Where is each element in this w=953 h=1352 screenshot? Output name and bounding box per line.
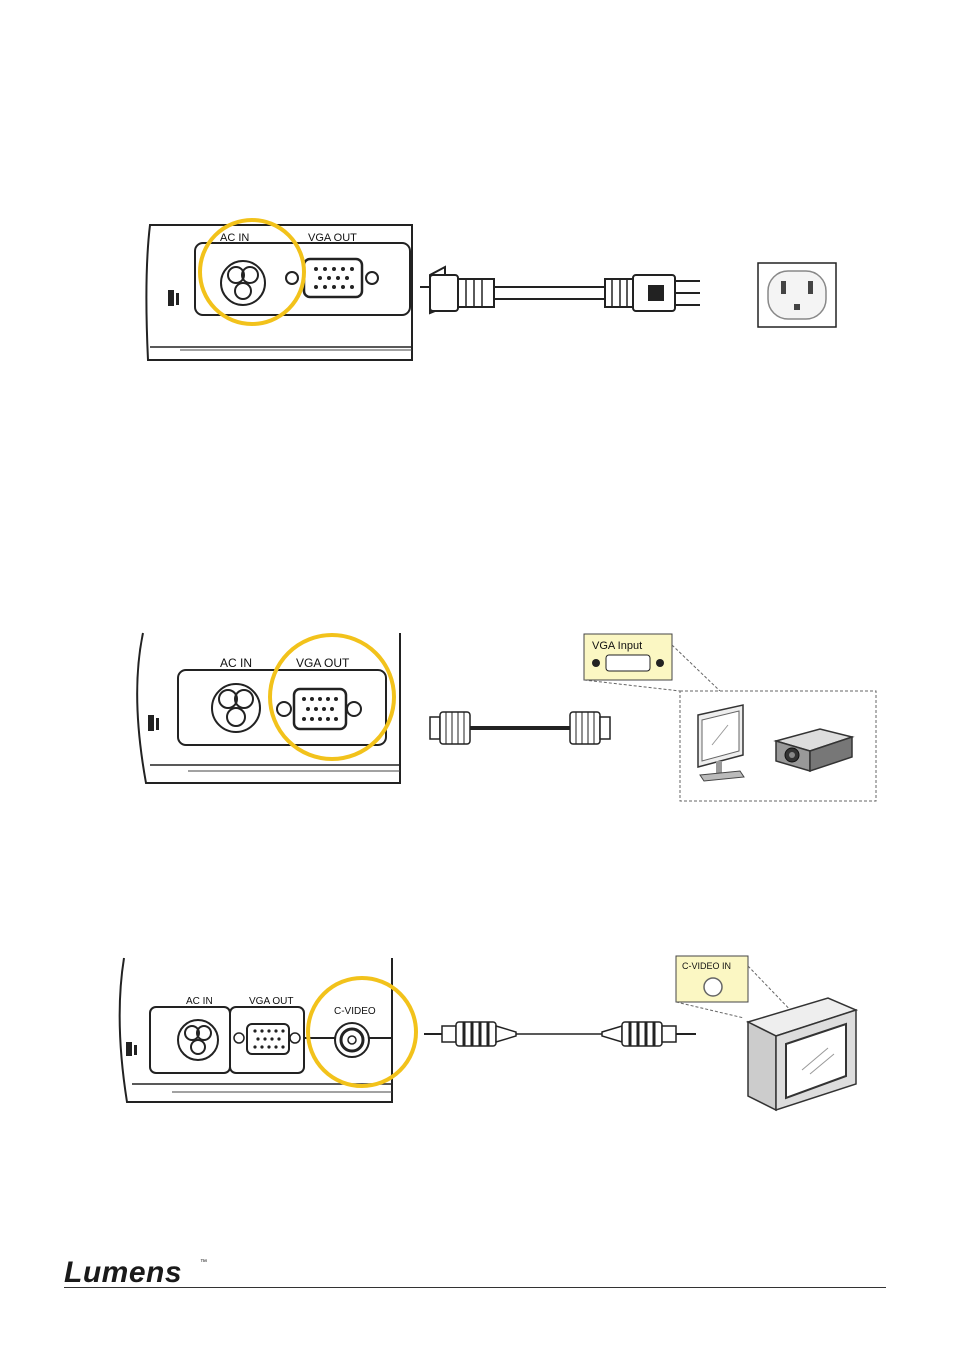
footer-rule	[64, 1287, 886, 1288]
highlight-c-video	[306, 976, 418, 1088]
lumens-logo-text: Lumens	[64, 1256, 182, 1288]
c-video-port: C-VIDEO	[334, 1006, 376, 1058]
vga-out-label: VGA OUT	[308, 232, 357, 244]
vga-out-label: VGA OUT	[296, 656, 350, 670]
c-video-label: C-VIDEO	[334, 1006, 376, 1017]
projector-icon	[773, 728, 855, 773]
c-video-in-callout: C-VIDEO IN	[675, 955, 799, 1019]
ac-in-port: AC IN	[177, 996, 219, 1061]
highlight-ac-in	[198, 218, 306, 326]
ac-in-label: AC IN	[186, 996, 213, 1007]
lumens-logo: Lumens ™	[64, 1252, 214, 1288]
device-rear-panel	[145, 224, 413, 361]
figure-ac-power: AC IN VGA OUT	[140, 215, 860, 375]
monitor-icon	[697, 704, 745, 782]
tv-icon	[745, 997, 859, 1112]
display-devices-box	[679, 690, 877, 802]
ac-in-label: AC IN	[220, 232, 249, 244]
vga-cable-icon	[429, 711, 611, 745]
wall-outlet-icon	[757, 262, 837, 328]
ac-in-port: AC IN	[211, 656, 261, 733]
vga-out-port: VGA OUT	[233, 996, 301, 1055]
vga-out-port: VGA OUT	[285, 232, 379, 299]
vga-input-callout: VGA Input	[583, 633, 721, 692]
figure-vga-output: AC IN VGA OUT	[128, 625, 888, 805]
vga-out-label: VGA OUT	[249, 996, 293, 1007]
ac-in-label: AC IN	[220, 656, 252, 670]
vga-input-label: VGA Input	[592, 640, 642, 652]
highlight-vga-out	[268, 633, 396, 761]
c-video-in-label: C-VIDEO IN	[682, 961, 731, 971]
trademark-mark: ™	[200, 1259, 207, 1266]
figure-composite-video: AC IN VGA OUT C-VIDEO	[112, 950, 872, 1120]
rca-cable-icon	[424, 1021, 696, 1047]
ac-in-port: AC IN	[220, 232, 266, 306]
power-cord-icon	[420, 265, 700, 315]
vga-out-port: VGA OUT	[276, 656, 362, 731]
